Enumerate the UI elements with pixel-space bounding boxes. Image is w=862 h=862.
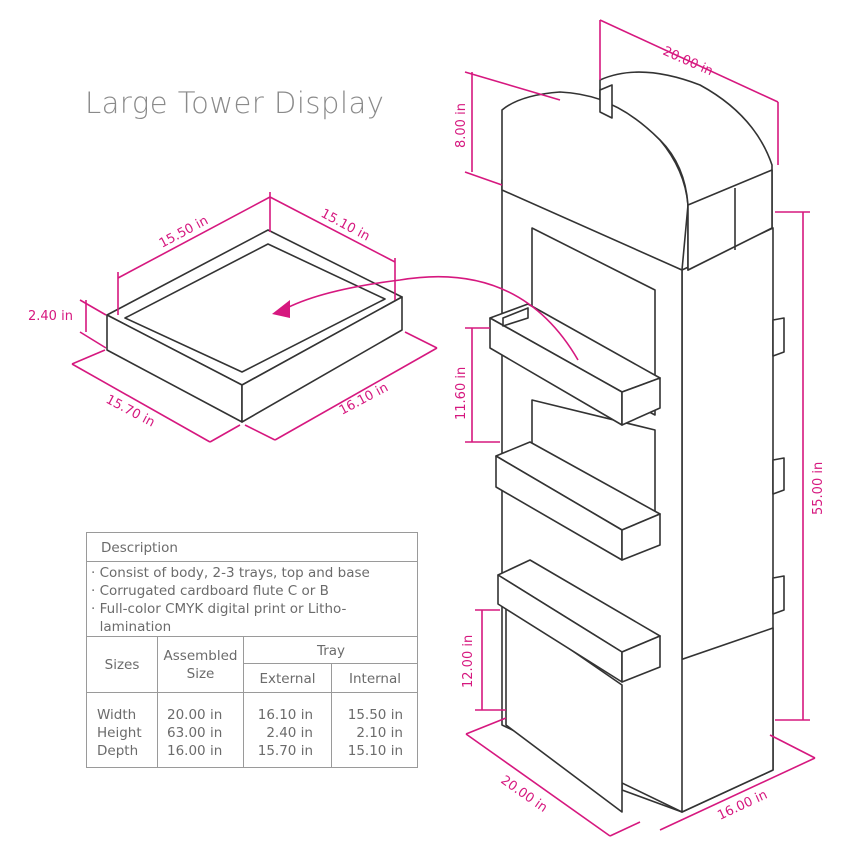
internal-value: 15.50 in [347, 707, 403, 723]
assembled-value: 63.00 in [167, 725, 223, 741]
internal-value: 2.10 in [356, 725, 403, 741]
description-line: · Full-color CMYK digital print or Litho… [91, 601, 347, 617]
external-value: 15.70 in [257, 743, 313, 759]
external-value: 2.40 in [266, 725, 313, 741]
assembled-values: 20.00 in 63.00 in 16.00 in [167, 706, 222, 760]
dim-base-height: 12.00 in [461, 635, 476, 688]
dim-tray-height: 2.40 in [28, 309, 73, 324]
arrow-curve [282, 276, 579, 361]
tower-side-tabs [772, 317, 785, 615]
description-line: lamination [91, 619, 172, 635]
dim-tower-height: 55.00 in [811, 462, 826, 515]
page-title: Large Tower Display [85, 86, 385, 120]
row-label: Width [97, 707, 137, 723]
col-assembled-line1: Assembled [163, 648, 238, 664]
external-value: 16.10 in [257, 707, 313, 723]
description-header: Description [87, 533, 417, 562]
internal-values: 15.50 in 2.10 in 15.10 in [345, 706, 403, 760]
row-label: Height [97, 725, 142, 741]
row-label: Depth [97, 743, 139, 759]
row-labels: Width Height Depth [97, 706, 142, 760]
tower-tray-bottom [497, 559, 661, 683]
col-tray: Tray [316, 643, 346, 659]
description-list: · Consist of body, 2-3 trays, top and ba… [87, 562, 417, 637]
description-header-label: Description [101, 540, 178, 556]
dim-header-height: 8.00 in [454, 103, 469, 148]
col-assembled-line2: Size [186, 666, 215, 682]
tower-tray-top [489, 303, 661, 426]
dim-tray-spacing: 11.60 in [454, 367, 469, 420]
col-sizes: Sizes [104, 657, 140, 673]
dim-tower-width-top: 20.00 in [660, 44, 715, 79]
assembled-value: 20.00 in [167, 707, 223, 723]
dimension-lines [71, 19, 816, 837]
arrow-head [272, 300, 290, 318]
tower-body [501, 71, 774, 813]
tray-drawing [106, 229, 403, 423]
col-external: External [259, 671, 316, 687]
external-values: 16.10 in 2.40 in 15.70 in [257, 706, 313, 760]
dim-base-front: 20.00 in [498, 773, 550, 816]
spec-table: Description · Consist of body, 2-3 trays… [86, 532, 418, 768]
tower-tray-middle [495, 441, 661, 561]
dim-tray-external-depth: 15.70 in [103, 392, 157, 430]
col-internal: Internal [348, 671, 402, 687]
assembled-value: 16.00 in [167, 743, 223, 759]
internal-value: 15.10 in [347, 743, 403, 759]
description-line: · Corrugated cardboard flute C or B [91, 583, 329, 599]
description-line: · Consist of body, 2-3 trays, top and ba… [91, 565, 370, 581]
